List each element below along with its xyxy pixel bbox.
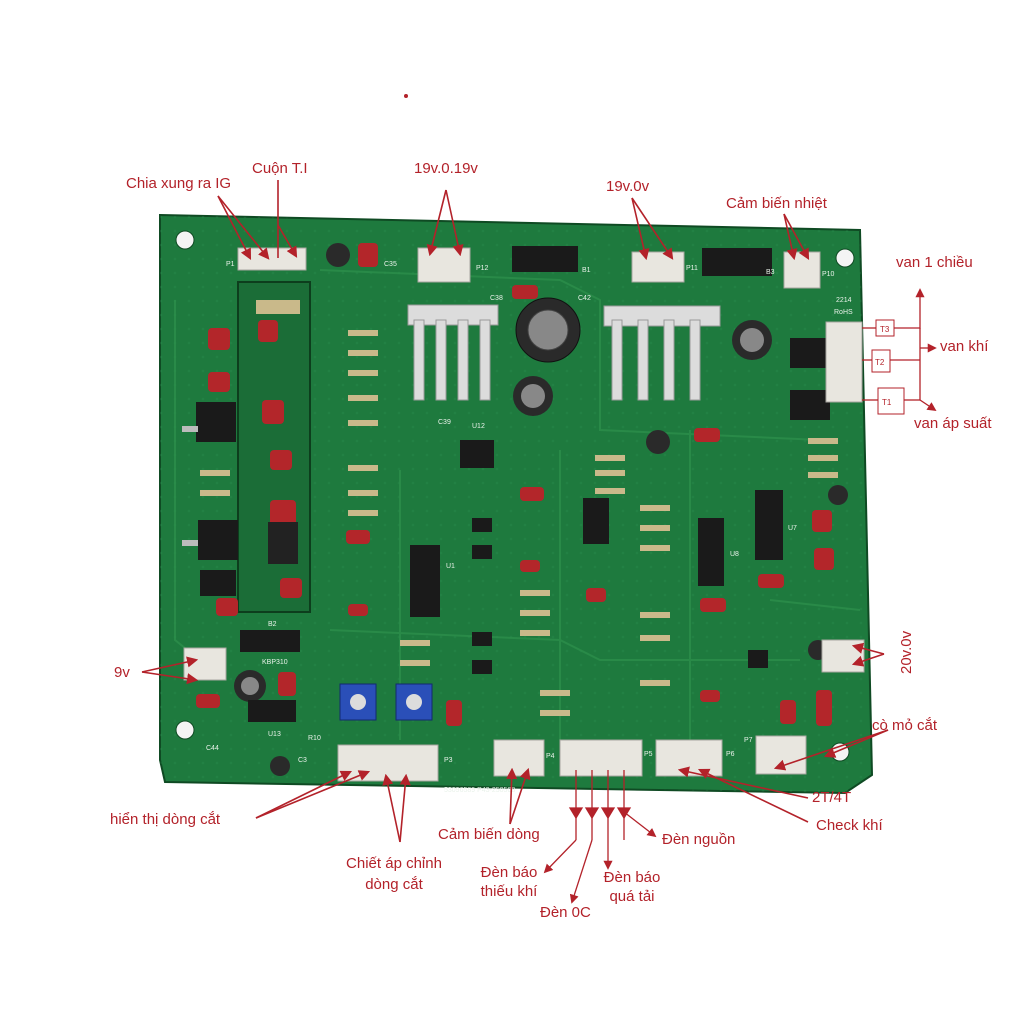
silk-b1: B1 [582, 267, 591, 274]
label-van-1-chieu: van 1 chiều [896, 254, 973, 271]
silk-u12: U12 [472, 423, 485, 430]
silk-c39: C39 [438, 419, 451, 426]
silk-p6: P6 [726, 751, 735, 758]
silk-r10: R10 [308, 735, 321, 742]
label-19v-0v: 19v.0v [606, 178, 650, 195]
label-van-khi: van khí [940, 338, 989, 355]
silk-u13: U13 [268, 731, 281, 738]
led-symbols [543, 770, 657, 904]
label-den-0c: Đèn 0C [540, 904, 591, 921]
silk-p3: P3 [444, 757, 453, 764]
silk-p7: P7 [744, 737, 753, 744]
label-cuon-ti: Cuộn T.I [252, 160, 308, 177]
silk-t2: T2 [875, 358, 885, 367]
silk-p11: P11 [686, 265, 698, 272]
circuit-board [159, 213, 874, 795]
label-den-bao-thieu-line2: thiếu khí [480, 883, 538, 900]
label-check-khi: Check khí [816, 817, 883, 834]
label-9v: 9v [114, 664, 130, 681]
label-cam-bien-dong: Cảm biến dòng [438, 826, 540, 843]
valve-terminal-boxes: T3 T2 T1 [862, 288, 937, 415]
silk-b3: B3 [766, 269, 775, 276]
silk-p5: P5 [644, 751, 653, 758]
silk-u7: U7 [788, 525, 797, 532]
silk-p10: P10 [822, 271, 835, 278]
silk-u8: U8 [730, 551, 739, 558]
label-19v-0-19v: 19v.0.19v [414, 160, 478, 177]
label-den-bao-qua-tai: Đèn báo quá tải [598, 869, 666, 905]
silk-t3: T3 [880, 325, 890, 334]
label-den-bao-qua-line2: quá tải [609, 888, 655, 905]
silk-c44: C44 [206, 745, 219, 752]
silk-b2: B2 [268, 621, 277, 628]
silk-p12: P12 [476, 265, 489, 272]
label-den-bao-qua-line1: Đèn báo [603, 869, 661, 886]
silk-c35: C35 [384, 261, 397, 268]
silk-c42: C42 [578, 295, 591, 302]
label-20v-0v: 20v.0v [898, 630, 915, 674]
silk-p4: P4 [546, 753, 555, 760]
label-den-nguon: Đèn nguồn [662, 831, 736, 848]
silk-c3: C3 [298, 757, 307, 764]
label-den-bao-thieu-line1: Đèn báo [480, 864, 538, 881]
annotation-arrows [141, 180, 889, 843]
silk-u1: U1 [446, 563, 455, 570]
label-den-bao-thieu-khi: Đèn báo thiếu khí [472, 864, 546, 900]
stray-dot [404, 94, 408, 98]
silk-date: 2214 [836, 297, 852, 304]
label-chiet-ap-line2: dòng cắt [365, 876, 423, 893]
label-co-mo-cat: cò mỏ cắt [872, 717, 938, 734]
label-van-ap-suat: van áp suất [914, 415, 992, 432]
silk-t1: T1 [882, 398, 892, 407]
label-hien-thi-dong-cat: hiển thị dòng cắt [110, 811, 221, 828]
silk-serial: 53096589 P43-250508 [444, 787, 515, 794]
silk-rohs: RoHS [834, 309, 853, 316]
silk-p1: P1 [226, 261, 235, 268]
label-cam-bien-nhiet: Cảm biến nhiệt [726, 195, 827, 212]
label-chia-xung: Chia xung ra IG [126, 175, 232, 192]
silk-c38: C38 [490, 295, 503, 302]
silk-kbp: KBP310 [262, 659, 288, 666]
label-chiet-ap: Chiết áp chỉnh dòng cắt [336, 855, 452, 893]
label-chiet-ap-line1: Chiết áp chỉnh [346, 855, 442, 872]
label-2t-4t: 2T/4T [812, 789, 852, 806]
